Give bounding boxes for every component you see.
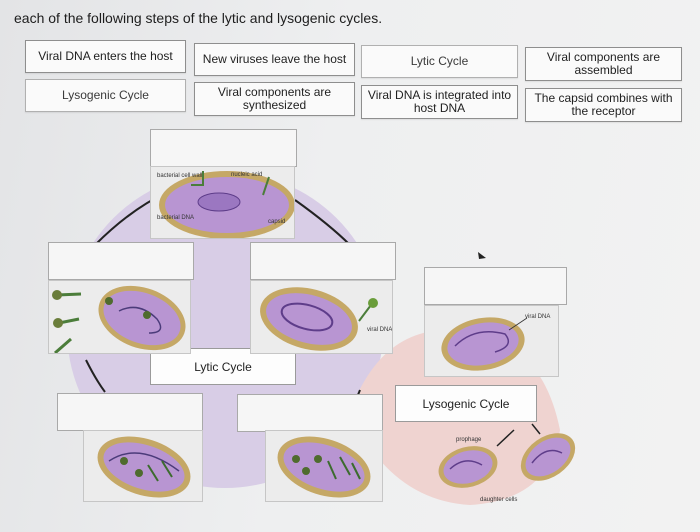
tile-viral-components-synthesized[interactable]: Viral components are synthesized bbox=[194, 82, 355, 116]
tile-viral-dna-enters[interactable]: Viral DNA enters the host bbox=[25, 40, 186, 73]
lysogenic-cycle-label: Lysogenic Cycle bbox=[395, 385, 537, 422]
prophage-text: prophage bbox=[456, 437, 482, 443]
drop-zone-4[interactable] bbox=[424, 267, 567, 305]
drop-zone-3[interactable] bbox=[250, 242, 396, 280]
instruction-text: each of the following steps of the lytic… bbox=[14, 10, 383, 26]
tile-capsid-combines[interactable]: The capsid combines with the receptor bbox=[525, 88, 682, 122]
bacterial-dna-text: bacterial DNA bbox=[157, 215, 194, 221]
viral-dna-text-1: viral DNA bbox=[367, 327, 392, 333]
stage-image-synthesis bbox=[83, 430, 203, 502]
tile-new-viruses-leave[interactable]: New viruses leave the host bbox=[194, 43, 355, 76]
viral-dna-text-2: viral DNA bbox=[525, 314, 550, 320]
tile-lytic-cycle[interactable]: Lytic Cycle bbox=[361, 45, 518, 78]
drop-zone-6[interactable] bbox=[237, 394, 383, 432]
stage-image-integration: viral DNA bbox=[424, 305, 559, 377]
tile-lysogenic-cycle[interactable]: Lysogenic Cycle bbox=[25, 79, 186, 112]
stage-image-assembly bbox=[265, 430, 383, 502]
stage-image-division: prophage daughter cells bbox=[438, 433, 576, 503]
capsid-text: capsid bbox=[268, 219, 285, 225]
stage-image-attachment: bacterial cell wall nucleic acid capsid … bbox=[150, 166, 295, 239]
nucleic-acid-text: nucleic acid bbox=[231, 172, 262, 178]
daughter-cells-text: daughter cells bbox=[480, 497, 517, 503]
tile-viral-dna-integrated[interactable]: Viral DNA is integrated into host DNA bbox=[361, 85, 518, 119]
bacterial-cell-wall-text: bacterial cell wall bbox=[157, 173, 202, 179]
drop-zone-1[interactable] bbox=[150, 129, 297, 167]
drop-zone-5[interactable] bbox=[57, 393, 203, 431]
tile-viral-components-assembled[interactable]: Viral components are assembled bbox=[525, 47, 682, 81]
drop-zone-2[interactable] bbox=[48, 242, 194, 280]
lytic-cycle-label: Lytic Cycle bbox=[150, 348, 296, 385]
stage-image-viral-dna: viral DNA bbox=[250, 280, 393, 354]
cursor-arrow-icon bbox=[478, 252, 486, 259]
stage-image-injection bbox=[48, 280, 191, 354]
